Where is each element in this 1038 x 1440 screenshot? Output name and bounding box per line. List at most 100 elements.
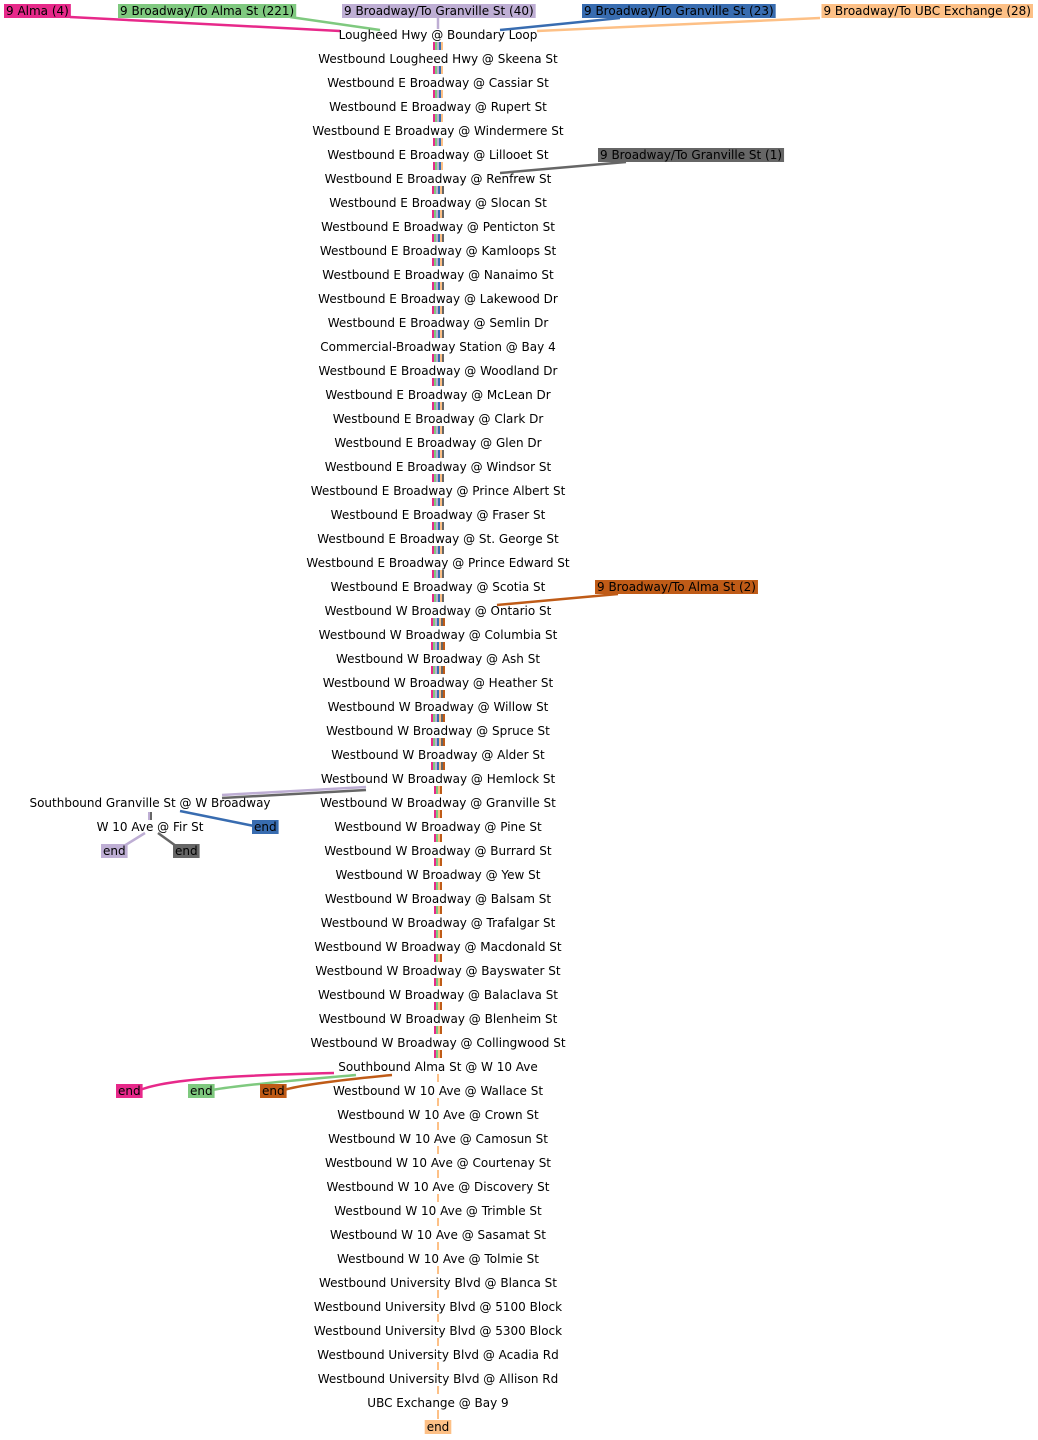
- segment-ubc28-42: [438, 1050, 440, 1058]
- segment-ubc28-26: [439, 666, 441, 674]
- segment-ubc28-51: [437, 1266, 439, 1274]
- segment-gran1-17: [442, 450, 444, 458]
- segment-ubc28-35: [438, 882, 440, 890]
- segment-gran23-12: [438, 330, 440, 338]
- segment-alma4-26: [431, 666, 433, 674]
- segment-alma4-7: [432, 210, 434, 218]
- segment-alma2-37: [440, 930, 442, 938]
- end-box-granville-1-text: end: [175, 844, 198, 858]
- segment-gran40-27: [435, 690, 437, 698]
- stop-label: Lougheed Hwy @ Boundary Loop: [339, 28, 538, 42]
- segment-gran40-22: [436, 570, 438, 578]
- segment-alma221-34: [436, 858, 438, 866]
- segment-alma221-18: [434, 474, 436, 482]
- segment-gran23-4: [439, 138, 441, 146]
- end-box-alma-221-bg: [188, 1084, 215, 1098]
- segment-gran23-28: [437, 714, 439, 722]
- segment-alma4-36: [434, 906, 436, 914]
- segment-gran23-2: [439, 90, 441, 98]
- segment-alma4-42: [434, 1050, 436, 1058]
- end-box-alma-2-bg: [260, 1084, 287, 1098]
- segment-alma221-21: [434, 546, 436, 554]
- segment-gran40-26: [435, 666, 437, 674]
- segment-alma4-14: [432, 378, 434, 386]
- segment-alma4-37: [434, 930, 436, 938]
- segment-ubc28-16: [440, 426, 442, 434]
- segment-ubc28-32: [438, 810, 440, 818]
- end-box-granville-1-bg: [173, 844, 200, 858]
- stop-label: Westbound University Blvd @ 5300 Block: [314, 1324, 562, 1338]
- route-box-alma-4-text: 9 Alma (4): [6, 4, 69, 18]
- stop-label: UBC Exchange @ Bay 9: [367, 1396, 508, 1410]
- segment-gran23-19: [438, 498, 440, 506]
- stop-label: Westbound W Broadway @ Blenheim St: [319, 1012, 558, 1026]
- segment-gran23-22: [438, 570, 440, 578]
- segment-alma221-20: [434, 522, 436, 530]
- segment-alma4-31: [434, 786, 436, 794]
- segment-alma2-32: [440, 810, 442, 818]
- segment-alma221-16: [434, 426, 436, 434]
- segment-alma221-22: [434, 570, 436, 578]
- segment-alma221-10: [434, 282, 436, 290]
- segment-ubc28-34: [438, 858, 440, 866]
- segment-gran40-13: [436, 354, 438, 362]
- route-box-alma-2-text: 9 Broadway/To Alma St (2): [597, 580, 756, 594]
- segment-ubc28-28: [439, 714, 441, 722]
- end-box-granville-40-text: end: [103, 844, 126, 858]
- segment-alma2-29: [443, 738, 445, 746]
- stop-label: Westbound E Broadway @ Penticton St: [321, 220, 555, 234]
- segment-gran23-9: [438, 258, 440, 266]
- end-box-ubc-28-bg: [424, 1420, 452, 1434]
- stop-label: Westbound W Broadway @ Granville St: [320, 796, 556, 810]
- segment-alma2-28: [443, 714, 445, 722]
- end-box-alma-2: end: [260, 1084, 287, 1098]
- segment-gran23-13: [438, 354, 440, 362]
- segment-gran23-16: [438, 426, 440, 434]
- segment-alma4-25: [431, 642, 433, 650]
- segment-alma2-39: [440, 978, 442, 986]
- segment-ubc28-7: [440, 210, 442, 218]
- segment-alma4-32: [434, 810, 436, 818]
- segment-gran40-10: [436, 282, 438, 290]
- route-segments: [148, 42, 445, 1419]
- end-box-alma-2-text: end: [262, 1084, 285, 1098]
- stop-label: Westbound W 10 Ave @ Wallace St: [333, 1084, 543, 1098]
- segment-ubc28-37: [438, 930, 440, 938]
- segment-gran23-5: [439, 162, 441, 170]
- segment-alma4-33: [434, 834, 436, 842]
- segment-gran23-3: [439, 114, 441, 122]
- segment-gran40-25: [435, 642, 437, 650]
- connector-granville-23: [499, 16, 621, 32]
- segment-ubc28-43: [437, 1074, 439, 1082]
- end-box-alma-221: end: [188, 1084, 215, 1098]
- route-box-granville-40-bg: [342, 4, 536, 18]
- segment-ubc28-2: [441, 90, 443, 98]
- segment-gran1-29: [441, 738, 443, 746]
- segment-alma4-9: [432, 258, 434, 266]
- segment-alma4-17: [432, 450, 434, 458]
- segment-gran1-11: [442, 306, 444, 314]
- segment-ubc28-0: [441, 42, 443, 50]
- segment-alma221-19: [434, 498, 436, 506]
- stop-label: Westbound E Broadway @ Scotia St: [331, 580, 546, 594]
- segment-alma4-16: [432, 426, 434, 434]
- segment-gran23-25: [437, 642, 439, 650]
- segment-gran40-18: [436, 474, 438, 482]
- segment-alma4-0: [433, 42, 435, 50]
- stop-label: Westbound E Broadway @ St. George St: [317, 532, 559, 546]
- segment-alma221-15: [434, 402, 436, 410]
- stop-label: Westbound W Broadway @ Ontario St: [325, 604, 552, 618]
- segment-alma4-30: [431, 762, 433, 770]
- segment-alma2-38: [440, 954, 442, 962]
- segment-alma2-36: [440, 906, 442, 914]
- segment-alma4-21: [432, 546, 434, 554]
- stop-label: Westbound W Broadway @ Columbia St: [319, 628, 558, 642]
- stop-label: Westbound E Broadway @ Lillooet St: [327, 148, 549, 162]
- segment-alma4-34: [434, 858, 436, 866]
- stop-label: Westbound W Broadway @ Yew St: [336, 868, 541, 882]
- segment-gran1-26: [441, 666, 443, 674]
- segment-ubc28-49: [437, 1218, 439, 1226]
- route-box-ubc-28-text: 9 Broadway/To UBC Exchange (28): [823, 4, 1031, 18]
- segment-alma4-12: [432, 330, 434, 338]
